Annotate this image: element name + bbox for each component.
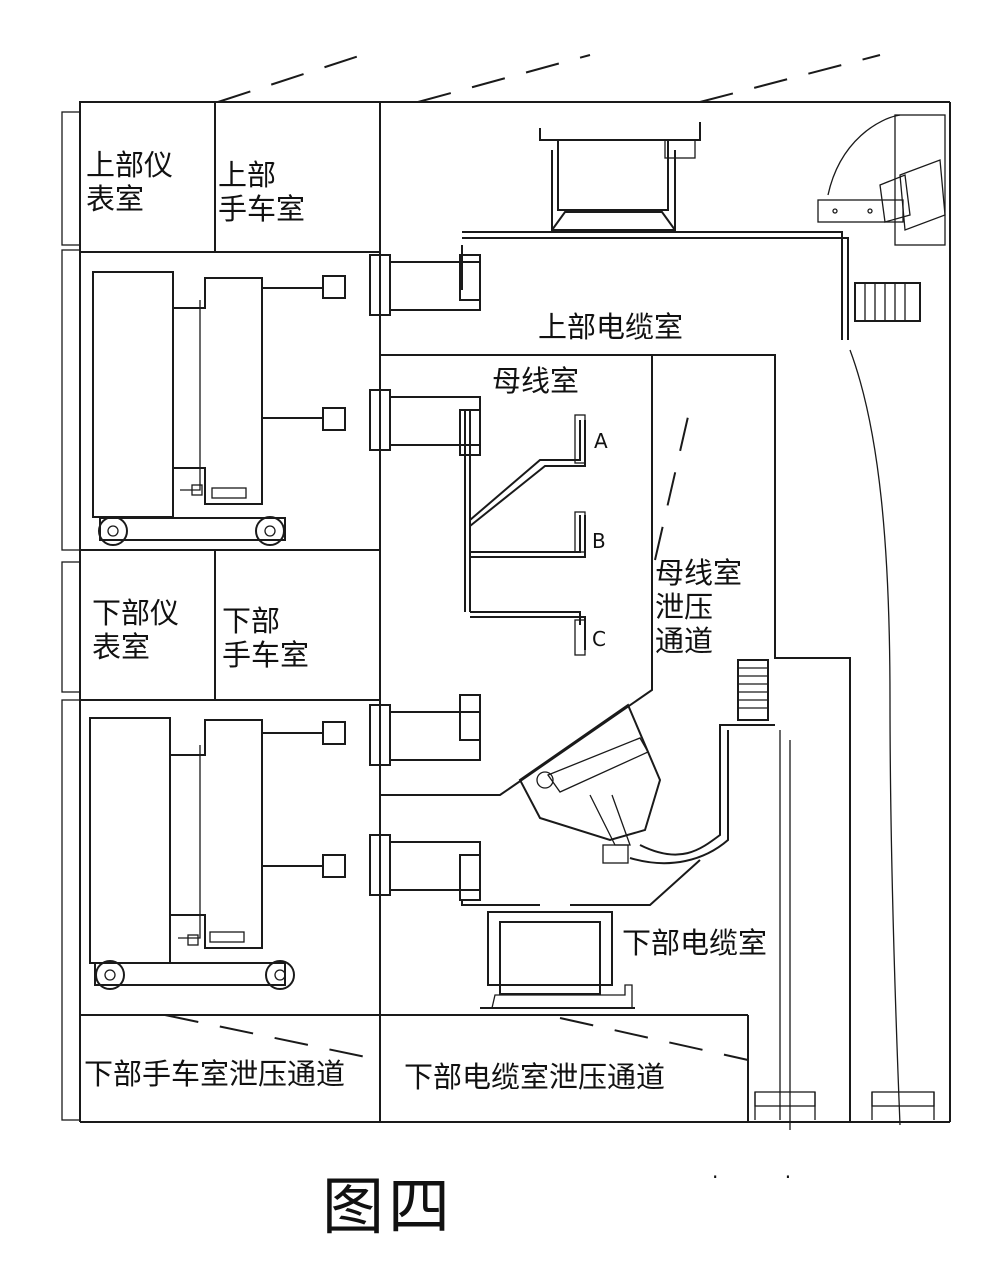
upper-current-transformer [539,122,701,231]
earthing-switch [518,703,775,865]
lower-breaker-truck [89,717,346,990]
lower-truck-relief-label: 下部手车室泄压通道 [84,1057,346,1091]
lower-current-transformer [461,859,701,1009]
corner-mark: . . [712,1159,822,1183]
busbar-relief-label: 母线室 泄压 通道 [655,556,743,658]
phase-a-label: A [594,429,608,453]
busbar-system [464,410,586,656]
cable-bellows [737,282,921,721]
lower-truck-room-label: 下部 手车室 [222,604,310,672]
upper-instrument-room-label: 上部仪 表室 [86,148,174,216]
phase-c-label: C [592,627,606,651]
phase-b-label: B [592,529,606,553]
roof-relief-flaps [217,54,881,103]
upper-cable-room-label: 上部电缆室 [538,310,684,344]
upper-breaker-truck [92,271,346,546]
busbar-room-label: 母线室 [492,364,580,398]
lower-cable-room-label: 下部电缆室 [622,926,768,960]
figure-caption: 图四 [322,1170,455,1243]
lower-instrument-room-label: 下部仪 表室 [92,596,180,664]
upper-truck-room-label: 上部 手车室 [218,158,306,226]
busbar-room-wall [380,354,851,1122]
contact-spouts [369,254,481,901]
bottom-brackets [754,1091,935,1120]
lower-cable-relief-label: 下部电缆室泄压通道 [404,1060,666,1094]
top-earthing-device [817,114,946,246]
